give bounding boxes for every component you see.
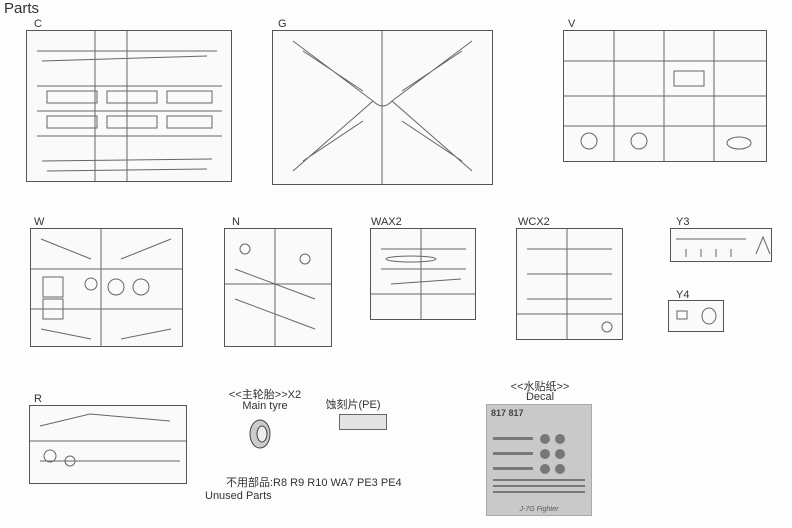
sprue-y3 <box>670 228 772 262</box>
tyre-icon <box>249 419 271 449</box>
sprue-label-w: W <box>34 216 45 228</box>
page-title: Parts <box>4 0 40 17</box>
photo-etch-sheet <box>339 414 387 430</box>
sprue-g <box>272 30 493 185</box>
main-tyre-en: Main tyre <box>242 400 288 412</box>
unused-parts-en: Unused Parts <box>205 490 272 502</box>
sprue-wax2 <box>370 228 476 320</box>
sprue-label-wax2: WAX2 <box>371 216 402 228</box>
decal-markings <box>493 434 585 493</box>
sprue-label-y4: Y4 <box>676 289 690 301</box>
sprue-label-c: C <box>34 18 42 30</box>
sprue-v <box>563 30 767 162</box>
sprue-n <box>224 228 332 347</box>
main-tyre-cn: <<主轮胎>>X2 <box>228 389 302 401</box>
decal-footer: J-7G Fighter <box>519 506 559 513</box>
decal-cn: <<水贴纸>> <box>510 381 570 393</box>
sprue-label-y3: Y3 <box>676 216 690 228</box>
decal-en: Decal <box>525 391 555 403</box>
sprue-label-r: R <box>34 393 42 405</box>
sprue-label-g: G <box>278 18 287 30</box>
sprue-label-wcx2: WCX2 <box>518 216 550 228</box>
sprue-label-n: N <box>232 216 240 228</box>
sprue-w <box>30 228 183 347</box>
sprue-r <box>29 405 187 484</box>
sprue-c <box>26 30 232 182</box>
sprue-y4 <box>668 300 724 332</box>
sprue-wcx2 <box>516 228 623 340</box>
pe-label: 蚀刻片(PE) <box>325 399 381 411</box>
sprue-label-v: V <box>568 18 576 30</box>
unused-parts-cn: 不用部品:R8 R9 R10 WA7 PE3 PE4 <box>226 477 402 489</box>
decal-sheet: 817 817 J-7G Fighter <box>486 404 592 516</box>
decal-numbers: 817 817 <box>491 408 524 418</box>
